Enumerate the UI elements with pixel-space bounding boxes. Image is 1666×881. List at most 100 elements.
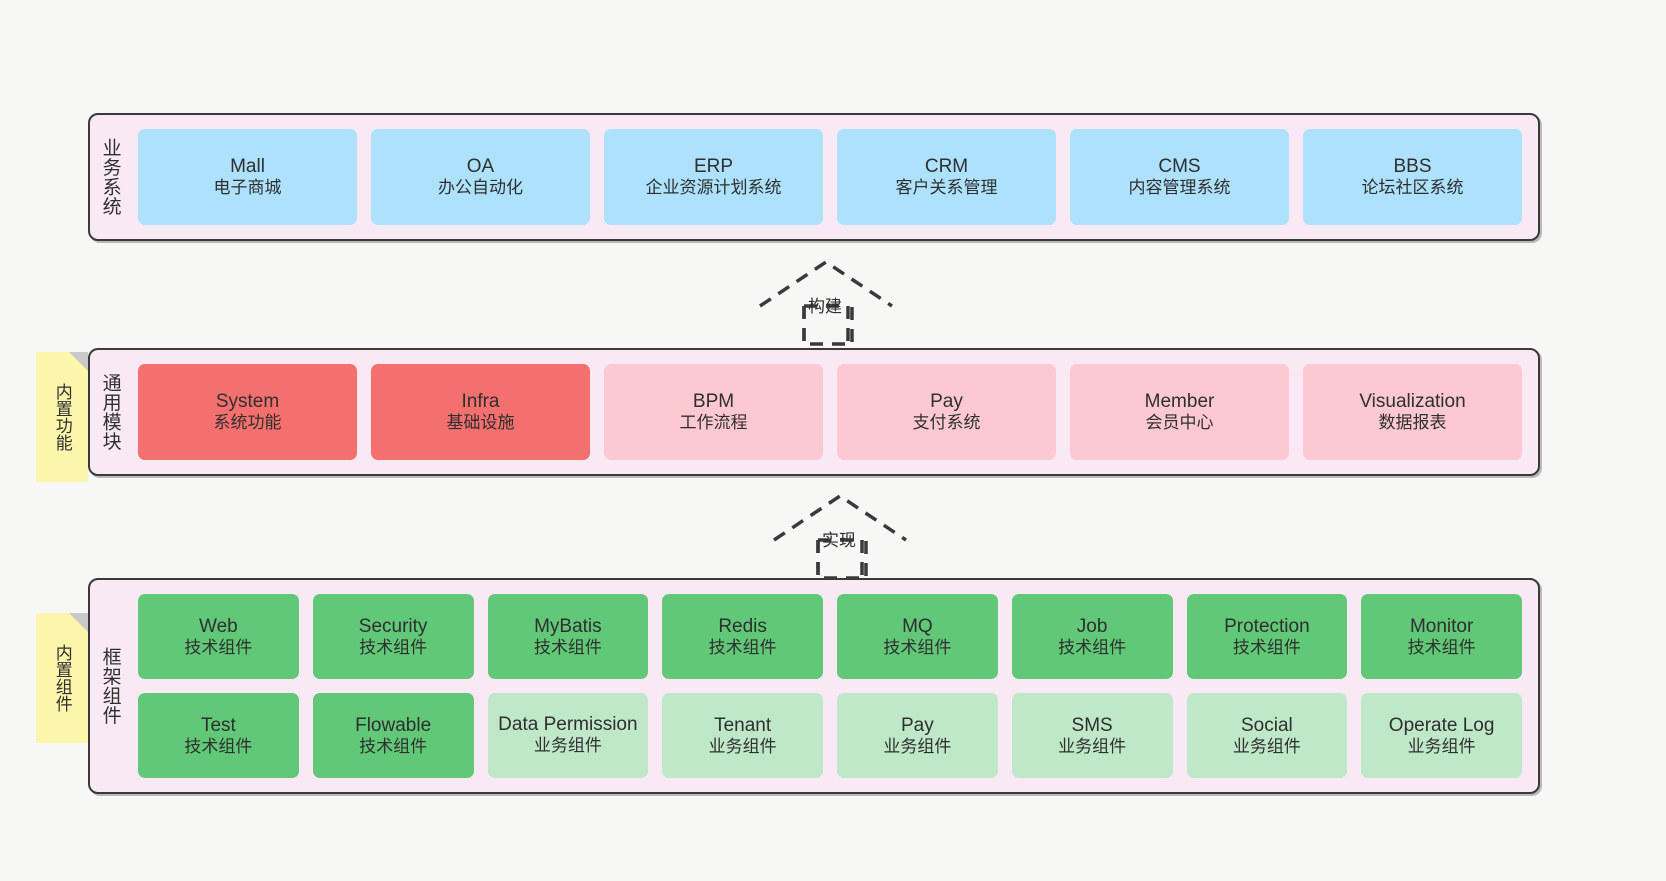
card-web[interactable]: Web 技术组件 <box>138 594 299 679</box>
card-erp[interactable]: ERP 企业资源计划系统 <box>604 129 823 225</box>
card-desc: 技术组件 <box>184 736 253 756</box>
card-desc: 业务组件 <box>533 736 602 756</box>
note-label: 内置功能 <box>52 383 72 451</box>
card-security[interactable]: Security 技术组件 <box>312 594 474 679</box>
card-monitor[interactable]: Monitor 技术组件 <box>1361 594 1522 679</box>
card-name: MQ <box>902 615 933 637</box>
card-oa[interactable]: OA 办公自动化 <box>371 129 590 225</box>
card-name: Tenant <box>714 714 772 736</box>
layer-title-business-system: 业务系统 <box>99 138 121 216</box>
card-desc: 业务组件 <box>1058 736 1127 756</box>
card-desc: 技术组件 <box>1058 637 1127 657</box>
card-visualization[interactable]: Visualization 数据报表 <box>1303 364 1522 460</box>
card-desc: 技术组件 <box>184 637 253 657</box>
note-builtin-component: 内置组件 <box>36 613 88 743</box>
layer-business-system: 业务系统 Mall 电子商城 OA 办公自动化 ERP 企业资源计划系统 CRM… <box>88 113 1540 241</box>
card-protection[interactable]: Protection 技术组件 <box>1186 594 1348 679</box>
card-desc: 企业资源计划系统 <box>645 178 782 198</box>
card-name: Test <box>200 714 236 736</box>
card-desc: 会员中心 <box>1145 413 1214 433</box>
layer-body-business-system: Mall 电子商城 OA 办公自动化 ERP 企业资源计划系统 CRM 客户关系… <box>130 115 1538 239</box>
card-name: MyBatis <box>534 615 602 637</box>
card-redis[interactable]: Redis 技术组件 <box>662 594 823 679</box>
note-label: 内置组件 <box>52 644 72 712</box>
arrowhead-open-triangle <box>773 493 907 542</box>
connector-label-build: 构建 <box>808 297 842 316</box>
card-mybatis[interactable]: MyBatis 技术组件 <box>487 594 649 679</box>
card-name: Monitor <box>1409 615 1474 637</box>
connector-implement-tail <box>816 540 868 580</box>
card-name: Security <box>358 615 428 637</box>
card-desc: 业务组件 <box>1232 736 1301 756</box>
card-name: Member <box>1144 391 1215 413</box>
card-system[interactable]: System 系统功能 <box>138 364 357 460</box>
card-desc: 技术组件 <box>359 637 428 657</box>
layer-body-common-module: System 系统功能 Infra 基础设施 BPM 工作流程 Pay 支付系统… <box>130 350 1538 474</box>
card-desc: 数据报表 <box>1378 413 1447 433</box>
card-name: Protection <box>1224 615 1310 637</box>
note-builtin-function: 内置功能 <box>36 352 88 482</box>
card-name: ERP <box>693 156 734 178</box>
card-sms[interactable]: SMS 业务组件 <box>1011 693 1173 778</box>
card-flowable[interactable]: Flowable 技术组件 <box>312 693 474 778</box>
card-name: CMS <box>1158 156 1201 178</box>
card-desc: 办公自动化 <box>438 178 523 198</box>
connector-build-tail <box>802 306 854 346</box>
card-desc: 技术组件 <box>359 736 428 756</box>
card-job[interactable]: Job 技术组件 <box>1011 594 1173 679</box>
card-bbs[interactable]: BBS 论坛社区系统 <box>1303 129 1522 225</box>
card-pay[interactable]: Pay 支付系统 <box>837 364 1056 460</box>
card-desc: 技术组件 <box>708 637 777 657</box>
card-infra[interactable]: Infra 基础设施 <box>371 364 590 460</box>
card-mall[interactable]: Mall 电子商城 <box>138 129 357 225</box>
card-name: Redis <box>718 615 767 637</box>
layer-title-common-module: 通用模块 <box>99 373 121 451</box>
card-name: BPM <box>692 391 735 413</box>
card-tenant[interactable]: Tenant 业务组件 <box>662 693 823 778</box>
card-cms[interactable]: CMS 内容管理系统 <box>1070 129 1289 225</box>
card-member[interactable]: Member 会员中心 <box>1070 364 1289 460</box>
card-desc: 技术组件 <box>533 637 602 657</box>
card-desc: 工作流程 <box>679 413 748 433</box>
card-desc: 论坛社区系统 <box>1361 178 1464 198</box>
card-name: Operate Log <box>1388 714 1495 736</box>
layer-body-framework-component: Web 技术组件 Security 技术组件 MyBatis 技术组件 Redi… <box>130 580 1538 792</box>
card-desc: 业务组件 <box>883 736 952 756</box>
layer-framework-component: 框架组件 Web 技术组件 Security 技术组件 MyBatis 技术组件… <box>88 578 1540 794</box>
card-data-permission[interactable]: Data Permission 业务组件 <box>487 693 649 778</box>
card-name: OA <box>466 156 495 178</box>
card-crm[interactable]: CRM 客户关系管理 <box>837 129 1056 225</box>
card-name: Visualization <box>1359 391 1466 413</box>
card-name: System <box>215 391 280 413</box>
card-desc: 支付系统 <box>912 413 981 433</box>
card-desc: 技术组件 <box>883 637 952 657</box>
card-desc: 电子商城 <box>213 178 282 198</box>
card-operate-log[interactable]: Operate Log 业务组件 <box>1361 693 1522 778</box>
connector-label-implement: 实现 <box>822 531 856 550</box>
arrowhead-open-triangle <box>759 259 893 308</box>
layer-title-framework-component: 框架组件 <box>99 647 121 725</box>
card-name: Job <box>1076 615 1108 637</box>
card-name: Pay <box>901 714 934 736</box>
card-desc: 技术组件 <box>1407 637 1476 657</box>
card-desc: 客户关系管理 <box>895 178 998 198</box>
card-bpm[interactable]: BPM 工作流程 <box>604 364 823 460</box>
card-name: BBS <box>1393 156 1432 178</box>
layer-common-module: 通用模块 System 系统功能 Infra 基础设施 BPM 工作流程 Pay… <box>88 348 1540 476</box>
card-name: Social <box>1241 714 1293 736</box>
card-desc: 业务组件 <box>708 736 777 756</box>
card-test[interactable]: Test 技术组件 <box>138 693 299 778</box>
card-desc: 技术组件 <box>1232 637 1301 657</box>
card-mq[interactable]: MQ 技术组件 <box>837 594 998 679</box>
card-social[interactable]: Social 业务组件 <box>1186 693 1348 778</box>
card-pay-business[interactable]: Pay 业务组件 <box>837 693 998 778</box>
card-name: Flowable <box>355 714 432 736</box>
card-name: Data Permission <box>498 713 638 735</box>
framework-row-business: Test 技术组件 Flowable 技术组件 Data Permission … <box>138 693 1522 778</box>
card-name: Web <box>199 615 238 637</box>
card-desc: 内容管理系统 <box>1128 178 1231 198</box>
card-desc: 业务组件 <box>1407 736 1476 756</box>
card-name: Pay <box>930 391 963 413</box>
card-name: Infra <box>461 391 500 413</box>
